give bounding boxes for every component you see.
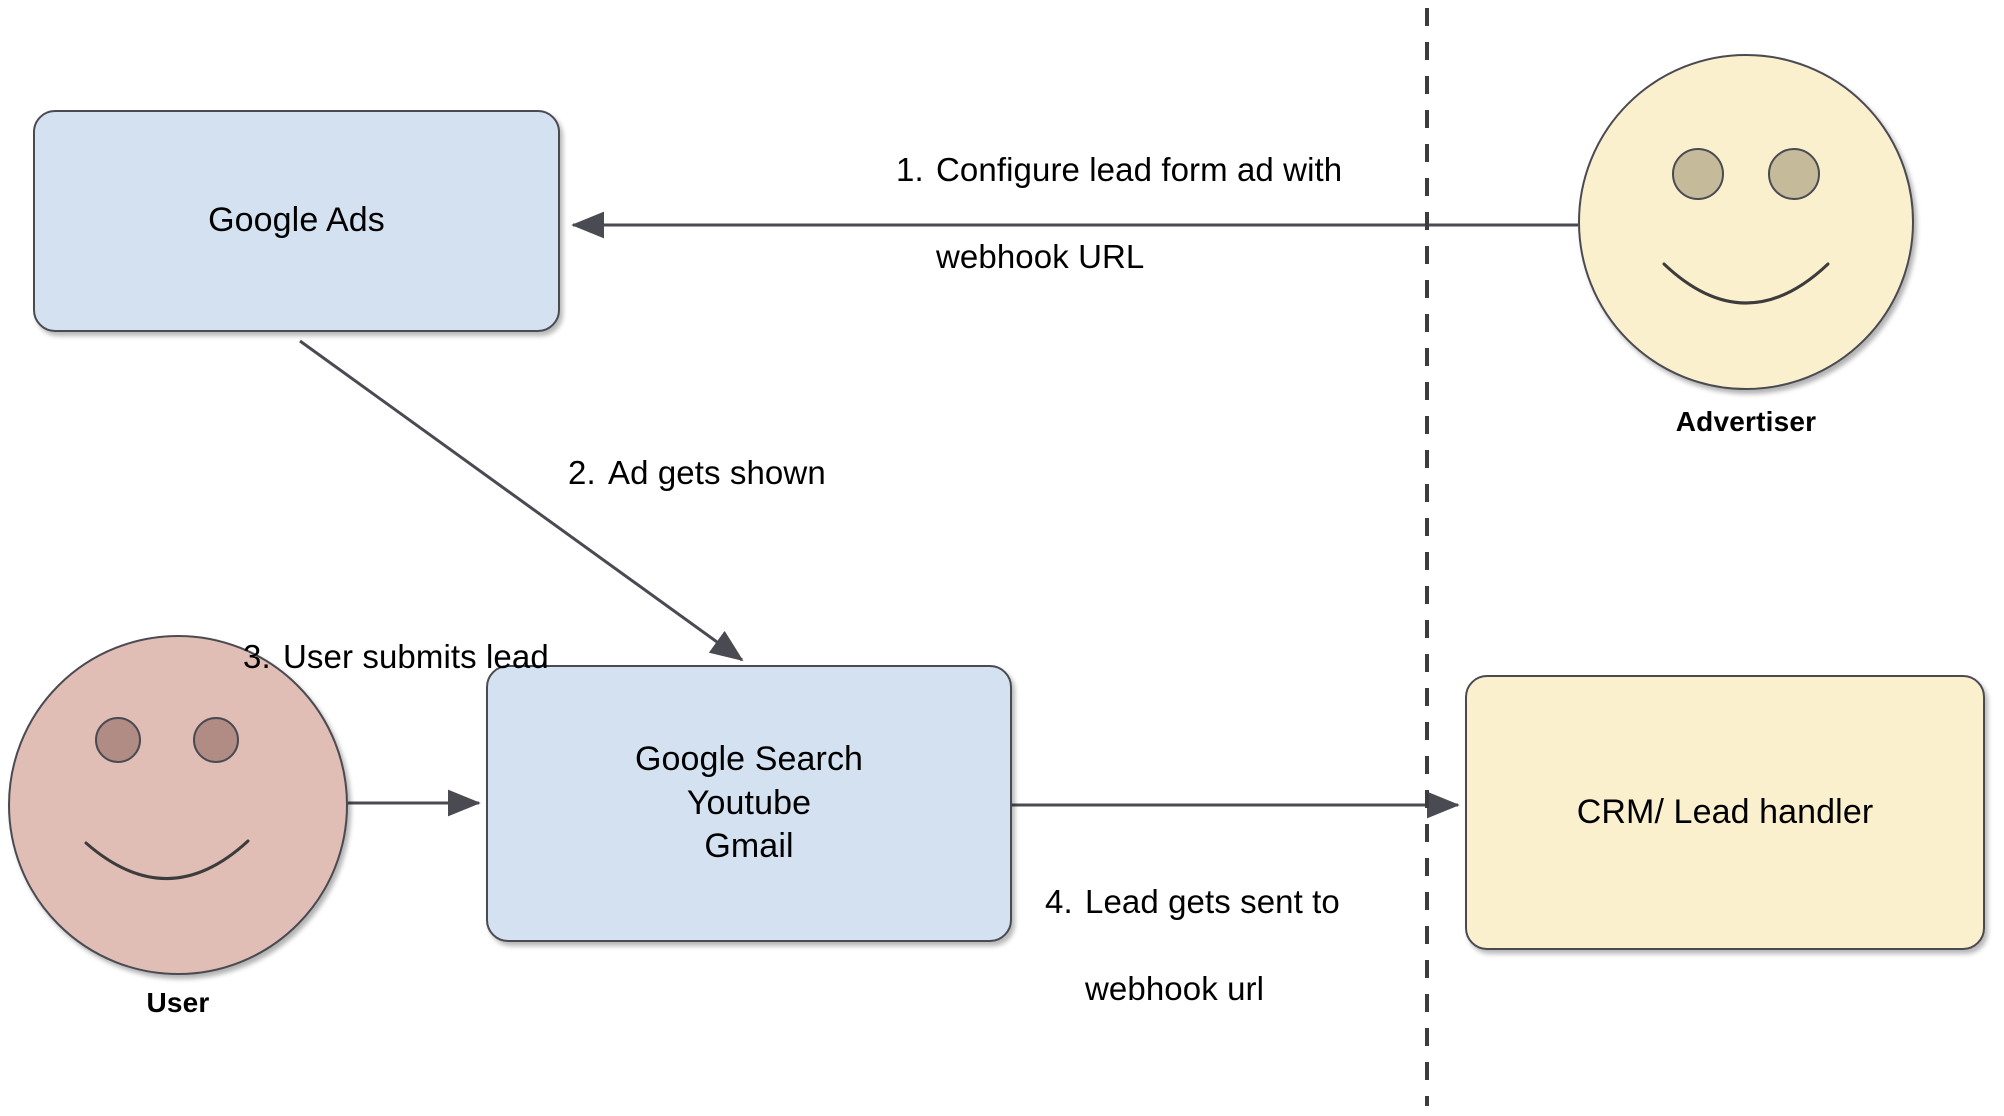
actor-advertiser[interactable]: Advertiser xyxy=(1578,54,1914,437)
caption-step-2-line1: Ad gets shown xyxy=(608,453,826,491)
advertiser-face-circle xyxy=(1578,54,1914,390)
caption-step-1-line1: Configure lead form ad with xyxy=(936,150,1343,188)
node-google-surfaces[interactable]: Google Search Youtube Gmail xyxy=(486,665,1012,942)
node-crm-label: CRM/ Lead handler xyxy=(1576,792,1874,831)
surface-line-youtube: Youtube xyxy=(686,783,812,822)
user-face-circle xyxy=(8,635,348,975)
caption-step-2: 2. Ad gets shown xyxy=(568,407,948,494)
actor-user[interactable]: User xyxy=(8,635,348,1018)
user-left-eye-icon xyxy=(95,717,141,763)
node-google-ads-label: Google Ads xyxy=(208,201,385,240)
caption-step-3-number: 3. xyxy=(243,637,271,675)
advertiser-right-eye-icon xyxy=(1768,148,1820,200)
caption-step-4-number: 4. xyxy=(1045,882,1073,920)
caption-step-1-number: 1. xyxy=(896,150,924,188)
caption-step-4-line2: webhook url xyxy=(1085,969,1265,1007)
actor-advertiser-label: Advertiser xyxy=(1675,406,1817,437)
caption-step-4-line1: Lead gets sent to xyxy=(1085,882,1340,920)
surface-line-search: Google Search xyxy=(634,740,864,779)
advertiser-smile-icon xyxy=(1662,262,1830,305)
node-google-surfaces-label: Google Search Youtube Gmail xyxy=(635,738,863,869)
caption-step-3-line1: User submits lead xyxy=(283,637,549,675)
user-smile-icon xyxy=(84,839,250,880)
actor-user-label: User xyxy=(146,987,210,1018)
advertiser-face-features xyxy=(1662,148,1830,305)
user-right-eye-icon xyxy=(193,717,239,763)
node-google-ads[interactable]: Google Ads xyxy=(33,110,560,332)
caption-step-4: 4. Lead gets sent to webhook url xyxy=(1045,836,1445,1010)
user-face-features xyxy=(84,717,250,880)
surface-line-gmail: Gmail xyxy=(704,827,794,866)
advertiser-left-eye-icon xyxy=(1672,148,1724,200)
caption-step-3: 3. User submits lead xyxy=(243,591,643,678)
caption-step-1-line2: webhook URL xyxy=(936,237,1145,275)
caption-step-2-number: 2. xyxy=(568,453,596,491)
node-crm-lead-handler[interactable]: CRM/ Lead handler xyxy=(1465,675,1985,950)
caption-step-1: 1. Configure lead form ad with webhook UR… xyxy=(896,104,1416,278)
